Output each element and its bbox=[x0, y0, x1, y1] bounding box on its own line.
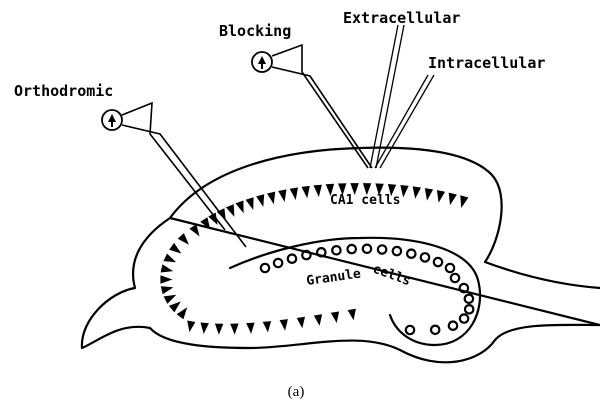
pyramidal-cell bbox=[230, 324, 238, 335]
pyramidal-cell bbox=[164, 254, 177, 263]
pyramidal-cell bbox=[215, 324, 223, 335]
granule-cell bbox=[261, 264, 269, 272]
pyramidal-cell bbox=[449, 193, 457, 206]
pyramidal-cell bbox=[236, 201, 244, 214]
granule-cell bbox=[465, 305, 473, 313]
pyramidal-cell bbox=[161, 264, 174, 272]
pyramidal-cell bbox=[160, 275, 172, 283]
pyramidal-cell bbox=[297, 317, 305, 329]
pyramidal-cell bbox=[460, 195, 468, 208]
granule-cell bbox=[451, 274, 459, 282]
orthodromic-label: Orthodromic bbox=[14, 82, 113, 100]
pyramidal-cell bbox=[177, 307, 188, 319]
granule-cell bbox=[288, 255, 296, 263]
granule-cell bbox=[446, 264, 454, 272]
granule-cell bbox=[465, 295, 473, 303]
granule-cell bbox=[274, 259, 282, 267]
pyramidal-cell bbox=[413, 186, 421, 198]
pyramidal-cell bbox=[263, 321, 271, 332]
slice-outline bbox=[82, 148, 600, 363]
pyramidal-cell bbox=[280, 319, 288, 331]
granule-label: Granule bbox=[305, 266, 362, 289]
pyramidal-cell bbox=[400, 185, 408, 197]
granule-cell bbox=[407, 250, 415, 258]
intracellular-electrode bbox=[375, 75, 434, 168]
granule-cell bbox=[406, 326, 414, 334]
pyramidal-cell bbox=[187, 321, 195, 333]
granule-cell bbox=[348, 245, 356, 253]
pyramidal-cell bbox=[246, 323, 254, 334]
pyramidal-cell bbox=[169, 243, 181, 254]
granule-cell bbox=[363, 245, 371, 253]
pyramidal-cell bbox=[348, 309, 356, 321]
granule-cell bbox=[431, 326, 439, 334]
granule-cell bbox=[393, 247, 401, 255]
blocking-label: Blocking bbox=[219, 22, 291, 40]
intracellular-label: Intracellular bbox=[428, 54, 545, 72]
pyramidal-cell bbox=[246, 197, 254, 210]
pyramidal-cell bbox=[314, 314, 322, 326]
pyramidal-cell bbox=[169, 301, 181, 312]
granule-cell bbox=[332, 246, 340, 254]
pyramidal-cell bbox=[302, 186, 310, 198]
pyramidal-cell bbox=[226, 204, 235, 217]
pyramidal-cell bbox=[290, 188, 298, 201]
pyramidal-cell bbox=[331, 312, 339, 324]
pyramidal-cell bbox=[437, 190, 445, 203]
granule-cell bbox=[434, 258, 442, 266]
pyramidal-cell bbox=[278, 189, 286, 202]
granule-cell bbox=[378, 245, 386, 253]
pyramidal-cell bbox=[425, 188, 433, 201]
granule-cell bbox=[449, 322, 457, 330]
granule-cell bbox=[460, 314, 468, 322]
pyramidal-cell bbox=[314, 185, 322, 197]
pyramidal-cell bbox=[267, 192, 275, 205]
pyramidal-cell bbox=[164, 295, 177, 304]
blocking-stimulator bbox=[252, 45, 372, 168]
figure-caption: (a) bbox=[288, 384, 305, 400]
granule-cells-label: cells bbox=[371, 262, 413, 289]
granule-cell-layer bbox=[261, 245, 474, 335]
ca1-cells-label: CA1 cells bbox=[330, 193, 400, 208]
extracellular-label: Extracellular bbox=[343, 9, 460, 27]
granule-cell bbox=[421, 253, 429, 261]
pyramidal-cell bbox=[161, 286, 174, 294]
pyramidal-cell bbox=[178, 233, 189, 245]
pyramidal-cell bbox=[201, 323, 209, 334]
pyramidal-cell bbox=[256, 194, 264, 207]
